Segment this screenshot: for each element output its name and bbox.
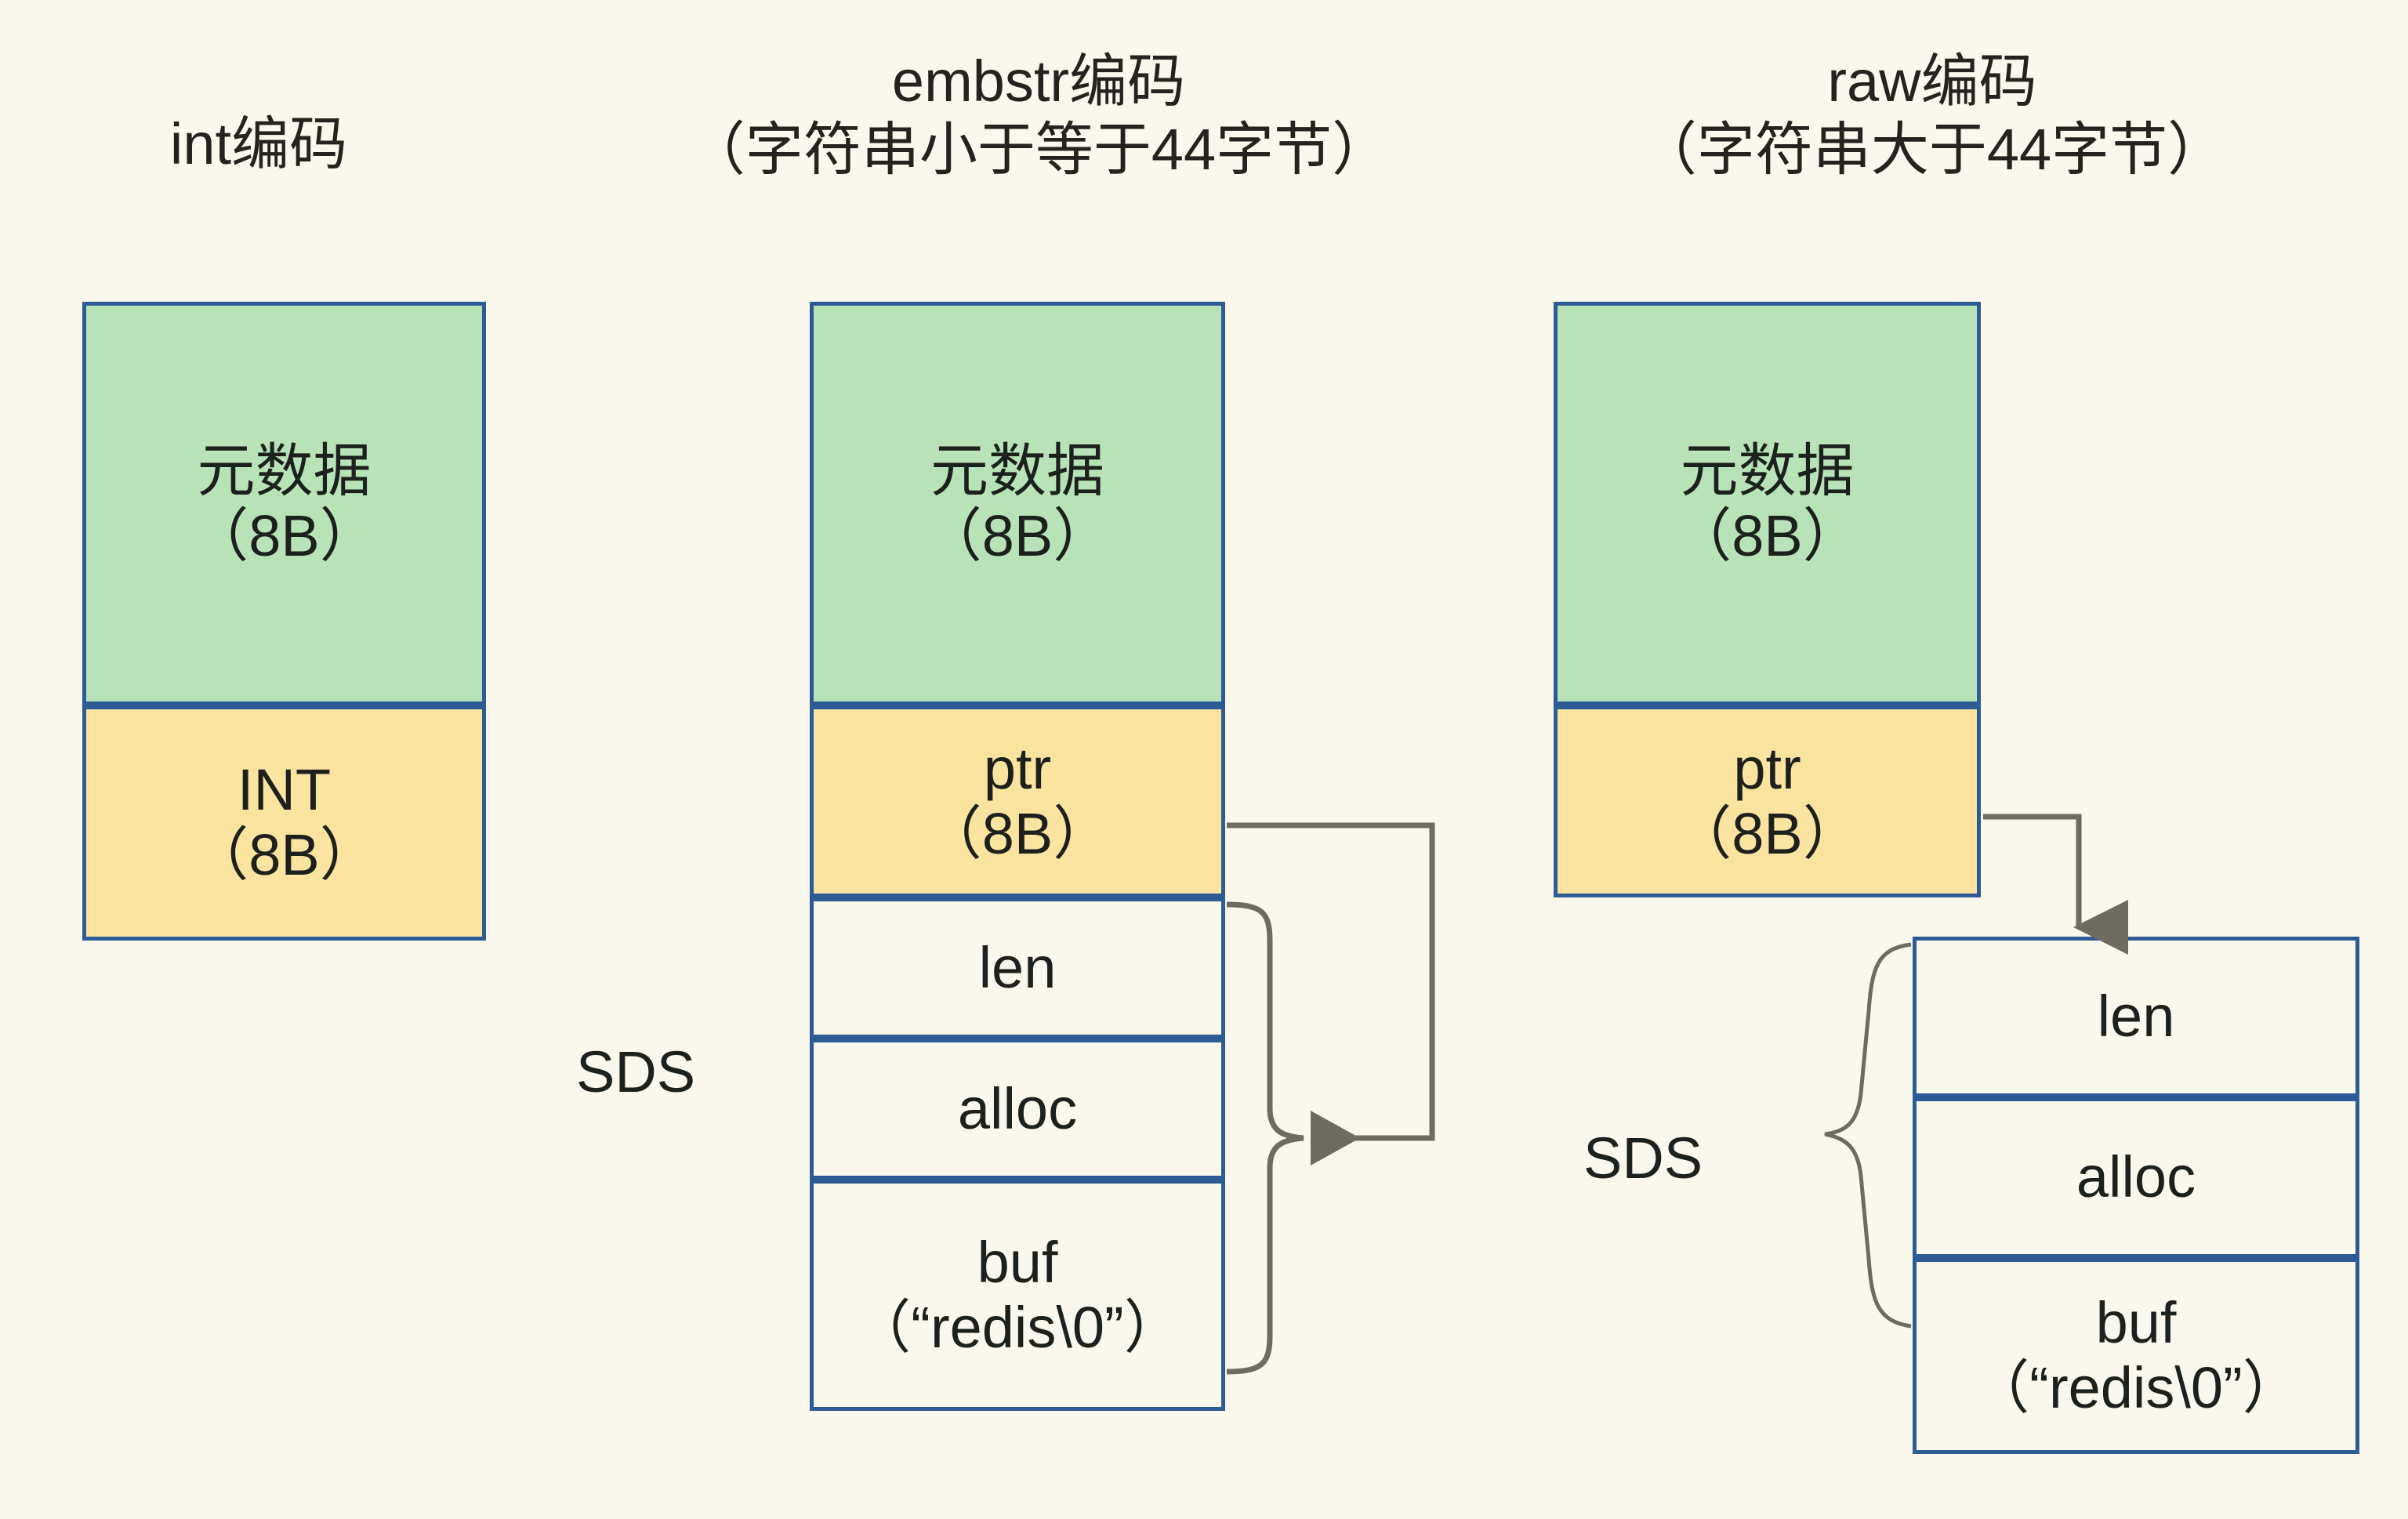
int-value-size: （8B） — [190, 822, 378, 887]
embstr-metadata-cell: 元数据 （8B） — [810, 302, 1225, 705]
title-embstr-line1: embstr编码 — [891, 49, 1186, 114]
raw-sds-brace — [1824, 942, 1912, 1329]
int-value-label: INT — [237, 757, 332, 823]
raw-sds-label: SDS — [1583, 1126, 1703, 1191]
embstr-len-cell: len — [810, 897, 1225, 1039]
raw-metadata-size: （8B） — [1674, 502, 1861, 568]
raw-metadata-label: 元数据 — [1680, 437, 1855, 503]
embstr-metadata-label: 元数据 — [930, 437, 1104, 503]
title-raw-line1: raw编码 — [1827, 49, 2037, 114]
raw-ptr-pointer-arrow — [1983, 814, 2128, 955]
int-value-cell: INT （8B） — [82, 705, 486, 941]
embstr-buf-content: （“redis\0”） — [853, 1294, 1182, 1360]
title-int-line1: int编码 — [169, 111, 348, 176]
embstr-alloc-cell: alloc — [810, 1039, 1225, 1180]
title-embstr-line2: （字符串小于等于44字节） — [687, 117, 1391, 183]
raw-buf-content: （“redis\0”） — [1971, 1355, 2301, 1420]
raw-ptr-cell: ptr （8B） — [1554, 705, 1981, 897]
int-metadata-size: （8B） — [190, 502, 378, 568]
embstr-alloc-label: alloc — [957, 1075, 1078, 1141]
embstr-len-label: len — [978, 934, 1057, 1000]
title-raw-line2: （字符串大于44字节） — [1638, 117, 2226, 183]
embstr-buf-label: buf — [977, 1229, 1058, 1295]
embstr-ptr-label: ptr — [983, 735, 1052, 801]
column-title-int: int编码 — [94, 110, 423, 178]
raw-buf-label: buf — [2095, 1290, 2177, 1356]
embstr-sds-label: SDS — [576, 1039, 696, 1104]
raw-ptr-size: （8B） — [1674, 800, 1861, 866]
raw-ptr-label: ptr — [1733, 735, 1801, 801]
int-metadata-label: 元数据 — [197, 437, 372, 503]
raw-alloc-label: alloc — [2076, 1144, 2196, 1210]
embstr-ptr-size: （8B） — [923, 800, 1112, 866]
embstr-sds-brace — [1226, 901, 1304, 1375]
embstr-buf-cell: buf （“redis\0”） — [810, 1180, 1225, 1411]
embstr-ptr-cell: ptr （8B） — [810, 705, 1225, 897]
embstr-metadata-size: （8B） — [923, 502, 1112, 568]
raw-len-label: len — [2097, 984, 2175, 1050]
int-metadata-cell: 元数据 （8B） — [82, 302, 486, 705]
column-title-raw: raw编码 （字符串大于44字节） — [1489, 47, 2375, 184]
raw-metadata-cell: 元数据 （8B） — [1554, 302, 1981, 705]
raw-len-cell: len — [1913, 937, 2359, 1097]
column-title-embstr: embstr编码 （字符串小于等于44字节） — [557, 47, 1521, 184]
raw-buf-cell: buf （“redis\0”） — [1913, 1258, 2359, 1454]
raw-alloc-cell: alloc — [1913, 1097, 2359, 1258]
embstr-ptr-pointer-arrow — [1227, 822, 1435, 1166]
